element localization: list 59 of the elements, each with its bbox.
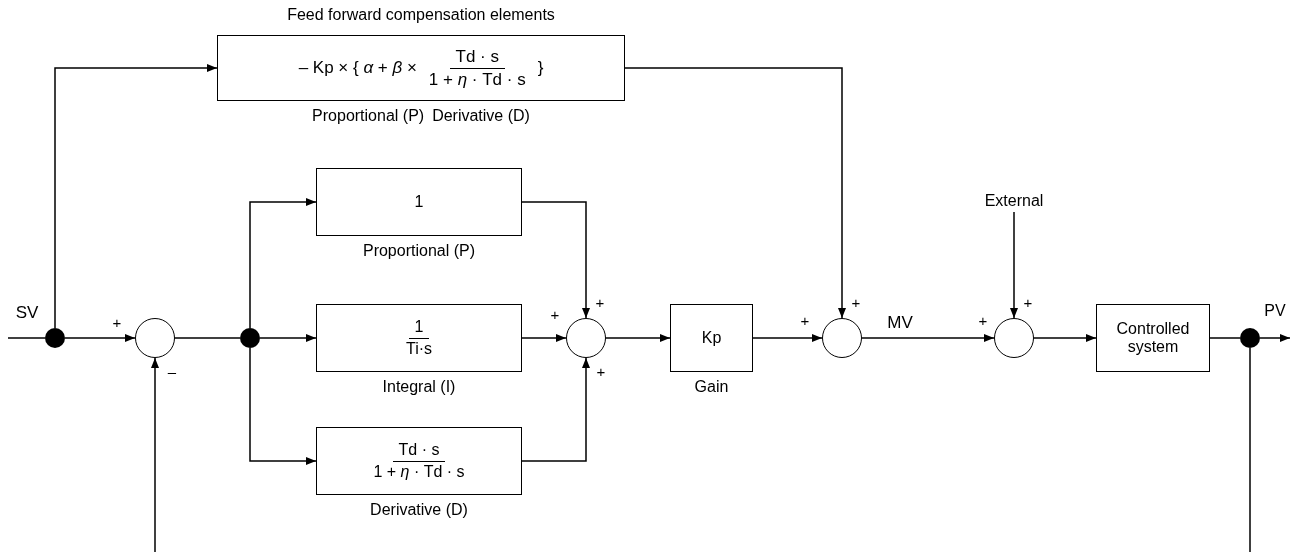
block-caption: Gain: [694, 377, 729, 397]
arrow: [624, 67, 846, 319]
formula-text: }: [537, 58, 544, 78]
signal-label: +: [1023, 294, 1033, 310]
signal-line: [1249, 347, 1251, 552]
transfer-function-block: [1096, 304, 1210, 372]
arrow: [521, 201, 590, 319]
arrow: [259, 334, 317, 342]
block-caption: Derivative (D): [370, 500, 468, 520]
junction-dot: [240, 328, 260, 348]
summing-junction: [135, 318, 175, 358]
block-heading: Feed forward compensation elements: [287, 6, 555, 25]
signal-label: +: [851, 294, 861, 310]
junction-dot: [1240, 328, 1260, 348]
block-text: 1: [414, 192, 424, 212]
arrow: [1033, 334, 1097, 342]
arrow: [64, 334, 136, 342]
arrow: [1010, 211, 1018, 319]
arrow: [249, 347, 317, 465]
signal-label: +: [978, 312, 988, 328]
block-caption: Proportional (P): [312, 106, 425, 126]
junction-dot: [45, 328, 65, 348]
signal-label: +: [595, 294, 605, 310]
arrow: [605, 334, 671, 342]
signal-name: PV: [1260, 302, 1290, 374]
arrow: [1259, 334, 1291, 342]
summing-junction: [994, 318, 1034, 358]
fraction-numerator: 1: [408, 318, 430, 339]
block-caption: Integral (I): [382, 377, 456, 397]
arrow: [752, 334, 823, 342]
block-caption: Proportional (P): [362, 241, 475, 261]
signal-label: +: [550, 306, 560, 322]
signal-line: [7, 337, 46, 339]
fraction-denominator: Ti·s: [404, 338, 434, 358]
signal-label: +: [596, 363, 606, 379]
signal-line: [174, 337, 241, 339]
signal-name: External: [974, 190, 1054, 212]
summing-junction: [822, 318, 862, 358]
arrow: [861, 334, 995, 342]
signal-label: +: [112, 314, 122, 330]
arrow: [54, 64, 218, 329]
arrow: [249, 198, 317, 329]
arrow: [151, 357, 159, 552]
formula-text: – Kp × { α + β ×: [298, 58, 417, 78]
signal-label: –: [167, 363, 177, 379]
block-text: Controlled system: [1115, 319, 1191, 357]
signal-line: [1209, 337, 1241, 339]
arrow: [521, 334, 567, 342]
fraction-numerator: Td · s: [392, 441, 446, 462]
arrow: [521, 357, 590, 462]
fraction-denominator: 1 + η · Td · s: [372, 461, 466, 481]
block-caption: Derivative (D): [432, 106, 530, 126]
signal-label: SV: [15, 303, 39, 321]
summing-junction: [566, 318, 606, 358]
fraction-numerator: Td · s: [449, 46, 505, 69]
fraction-denominator: 1 + η · Td · s: [427, 68, 527, 90]
edge-label: MV: [885, 313, 915, 331]
signal-label: +: [800, 312, 810, 328]
block-text: Kp: [701, 328, 722, 348]
